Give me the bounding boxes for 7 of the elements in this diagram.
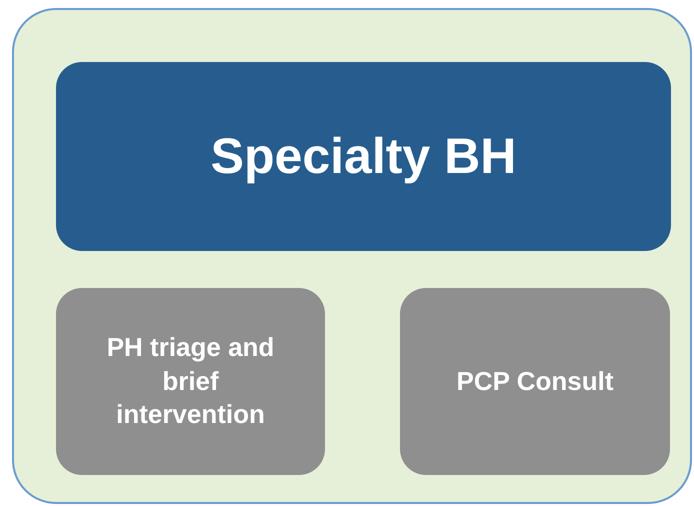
service-box — [400, 288, 670, 475]
header-panel — [56, 62, 671, 251]
service-label: PCP Consult — [456, 364, 614, 398]
service-box — [56, 288, 325, 475]
outer-panel — [12, 8, 692, 504]
service-label: PH triage and brief intervention — [106, 330, 276, 432]
title-text: Specialty BH — [210, 127, 518, 186]
